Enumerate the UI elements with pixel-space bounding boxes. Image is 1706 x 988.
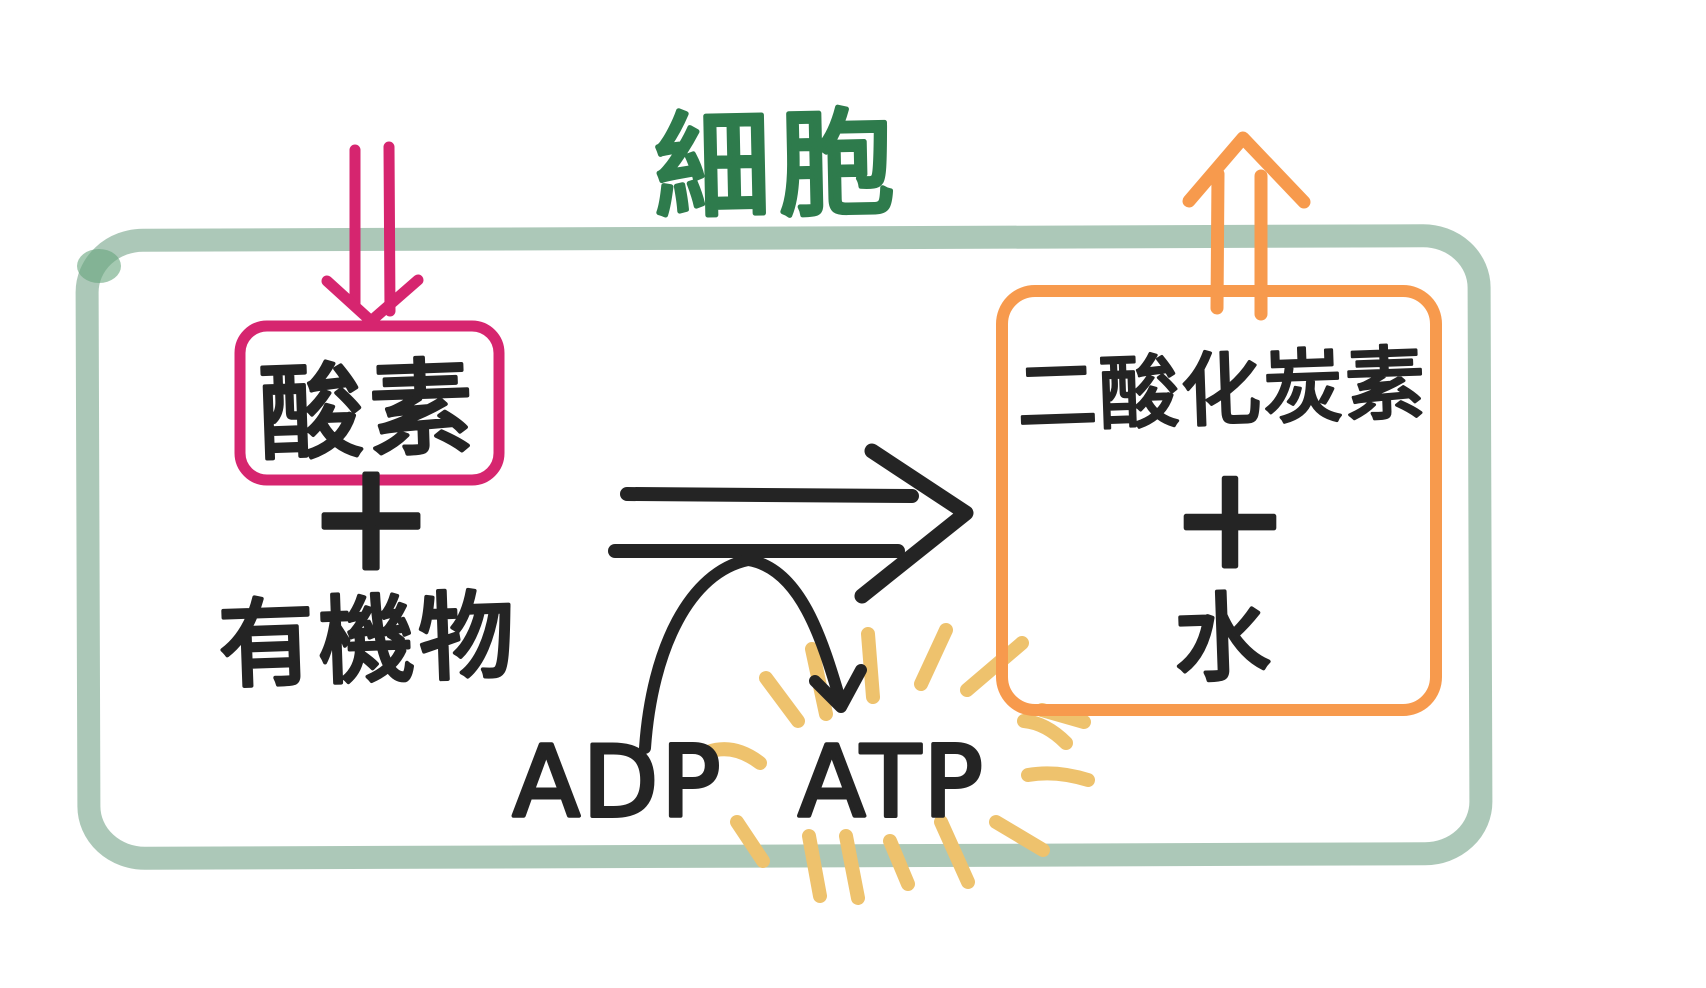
energy-burst-rays [701,623,1095,905]
plus-sign-right: + [1171,437,1288,600]
burst-ray [759,671,805,728]
burst-ray [883,834,915,891]
burst-ray [730,815,770,868]
burst-ray [934,815,975,889]
atp-label: ATP [798,726,985,840]
burst-ray [839,829,865,905]
adp-to-atp-arrow [639,554,867,754]
oxygen-box [234,320,505,486]
burst-ray [861,627,880,704]
oxygen-label: 酸素 [257,346,481,476]
plus-sign-left: + [308,430,434,604]
cell-membrane-border [75,224,1493,870]
burst-ray [1021,766,1095,787]
cell-title: 細胞 [653,96,904,236]
carbon-dioxide-label: 二酸化炭素 [1015,337,1428,444]
membrane-corner-blob [77,249,121,283]
cell-membrane [75,224,1493,870]
adp-to-atp-arc [639,554,847,754]
co2-outflow-arrow [1182,131,1311,321]
burst-ray [802,829,827,903]
burst-ray [1017,714,1073,750]
inflow-arrow-head [321,274,424,327]
reaction-arrow-shaft-top [620,487,919,503]
reaction-arrow-head [854,443,974,604]
water-label: 水 [1172,581,1272,696]
outflow-arrow-head [1182,131,1311,209]
adp-to-atp-arrow-head [809,664,867,713]
burst-ray [989,815,1050,857]
burst-ray [914,623,953,691]
adp-label: ADP [513,726,724,840]
outflow-arrow-shaft-left [1210,167,1225,315]
burst-ray [960,636,1029,697]
reaction-arrow [608,443,974,604]
organic-matter-label: 有機物 [217,580,521,702]
burst-ray [701,742,767,770]
inflow-arrow-shaft-right [383,141,396,317]
